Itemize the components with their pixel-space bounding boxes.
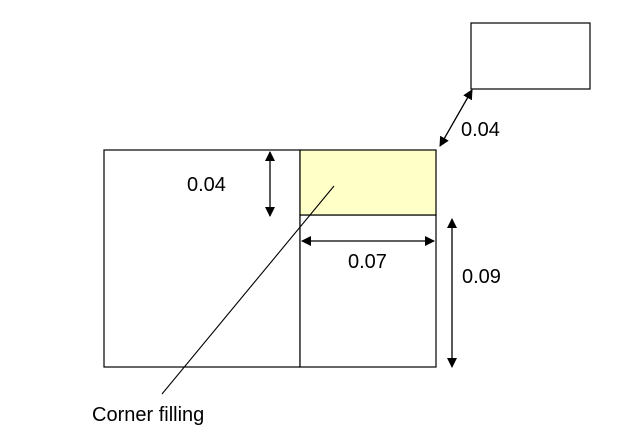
right-lower-panel (299, 214, 437, 368)
top-right-box (470, 22, 591, 90)
filling-height-label: 0.04 (187, 174, 226, 196)
filling-width-label: 0.07 (348, 251, 387, 273)
callout-leader-line (161, 185, 335, 395)
callout-label: Corner filling (92, 404, 204, 426)
lower-height-label: 0.09 (462, 266, 501, 288)
corner-filling-block (299, 149, 437, 216)
gap-dimension-arrow (439, 89, 473, 147)
gap-dimension-label: 0.04 (461, 119, 500, 141)
